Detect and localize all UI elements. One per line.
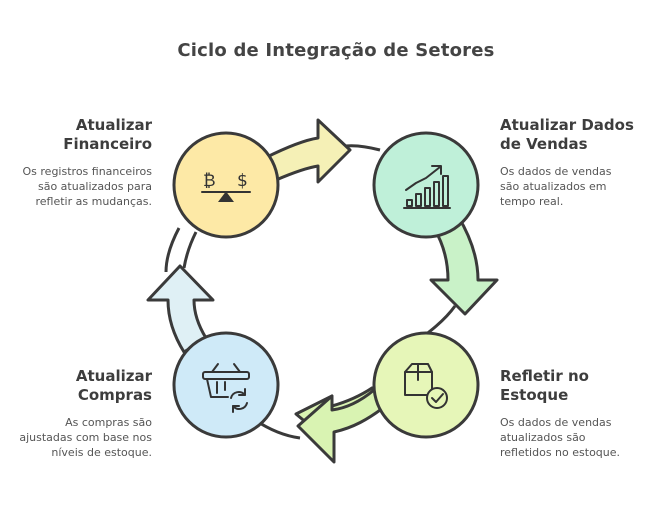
step-desc-compras: As compras são ajustadas com base nos ní… [19, 416, 152, 459]
arrow-financeiro-to-vendas [263, 118, 352, 184]
step-title-financeiro: Atualizar Financeiro [63, 116, 152, 153]
step-desc-vendas: Os dados de vendas são atualizados em te… [500, 165, 612, 208]
basket-refresh-icon [202, 363, 250, 413]
growth-chart-icon [403, 165, 451, 209]
arrow-estoque-to-compras [294, 386, 390, 464]
step-title-vendas: Atualizar Dados de Vendas [500, 116, 634, 153]
step-title-compras: Atualizar Compras [75, 367, 152, 404]
node-financeiro [172, 131, 280, 239]
diagram-title: Ciclo de Integração de Setores [177, 40, 495, 61]
step-desc-financeiro: Os registros financeiros são atualizados… [22, 165, 152, 208]
arrow-vendas-to-estoque [429, 214, 499, 316]
node-vendas [372, 131, 480, 239]
arrow-compras-to-financeiro [146, 264, 215, 354]
box-check-icon [404, 363, 448, 409]
node-estoque [372, 331, 480, 439]
balance-scale-currency-icon: ₿ $ [201, 171, 251, 202]
svg-text:₿: ₿ [203, 171, 216, 191]
step-title-estoque: Refletir no Estoque [500, 367, 589, 404]
svg-text:$: $ [237, 171, 248, 191]
step-desc-estoque: Os dados de vendas atualizados são refle… [500, 416, 621, 459]
